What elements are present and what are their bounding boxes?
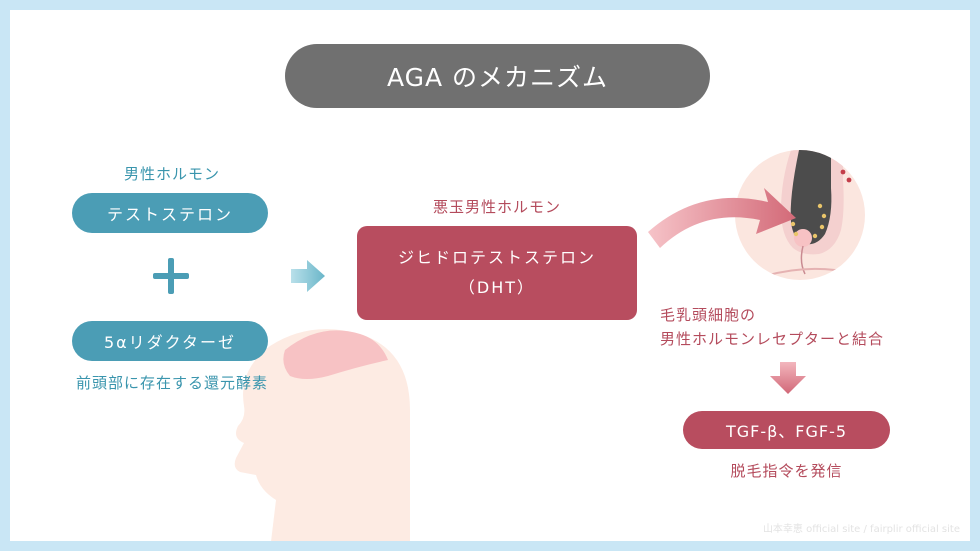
diagram-card: AGA のメカニズム 男性ホルモン テストステロン + 5αリダクターゼ 前頭部… xyxy=(10,10,970,541)
reductase-pill: 5αリダクターゼ xyxy=(72,321,268,361)
receptor-caption-line2: 男性ホルモンレセプターと結合 xyxy=(660,330,885,348)
receptor-caption-line1: 毛乳頭細胞の xyxy=(660,306,757,324)
hormone-label: 男性ホルモン xyxy=(123,165,220,183)
arrow-down-icon xyxy=(770,362,806,394)
hair-follicle-illustration xyxy=(735,150,865,280)
plus-icon: + xyxy=(153,258,189,294)
enzyme-caption: 前頭部に存在する還元酵素 xyxy=(75,374,268,392)
watermark: 山本幸恵 official site / fairplir official s… xyxy=(762,524,960,535)
hair-loss-caption: 脱毛指令を発信 xyxy=(730,462,843,480)
testosterone-pill: テストステロン xyxy=(72,193,268,233)
bad-hormone-label: 悪玉男性ホルモン xyxy=(432,198,561,216)
dht-box-line1: ジヒドロテストステロン xyxy=(397,248,596,267)
growth-factor-pill: TGF-β、FGF-5 xyxy=(683,411,890,449)
dht-box: ジヒドロテストステロン （DHT） xyxy=(357,226,637,320)
arrow-right-icon xyxy=(291,260,325,292)
head-silhouette-illustration xyxy=(234,329,410,541)
curved-arrow-icon xyxy=(648,188,796,248)
receptor-caption: 毛乳頭細胞の 男性ホルモンレセプターと結合 xyxy=(660,303,960,351)
diagram-title: AGA のメカニズム xyxy=(285,44,710,108)
dht-box-line2: （DHT） xyxy=(458,278,536,297)
